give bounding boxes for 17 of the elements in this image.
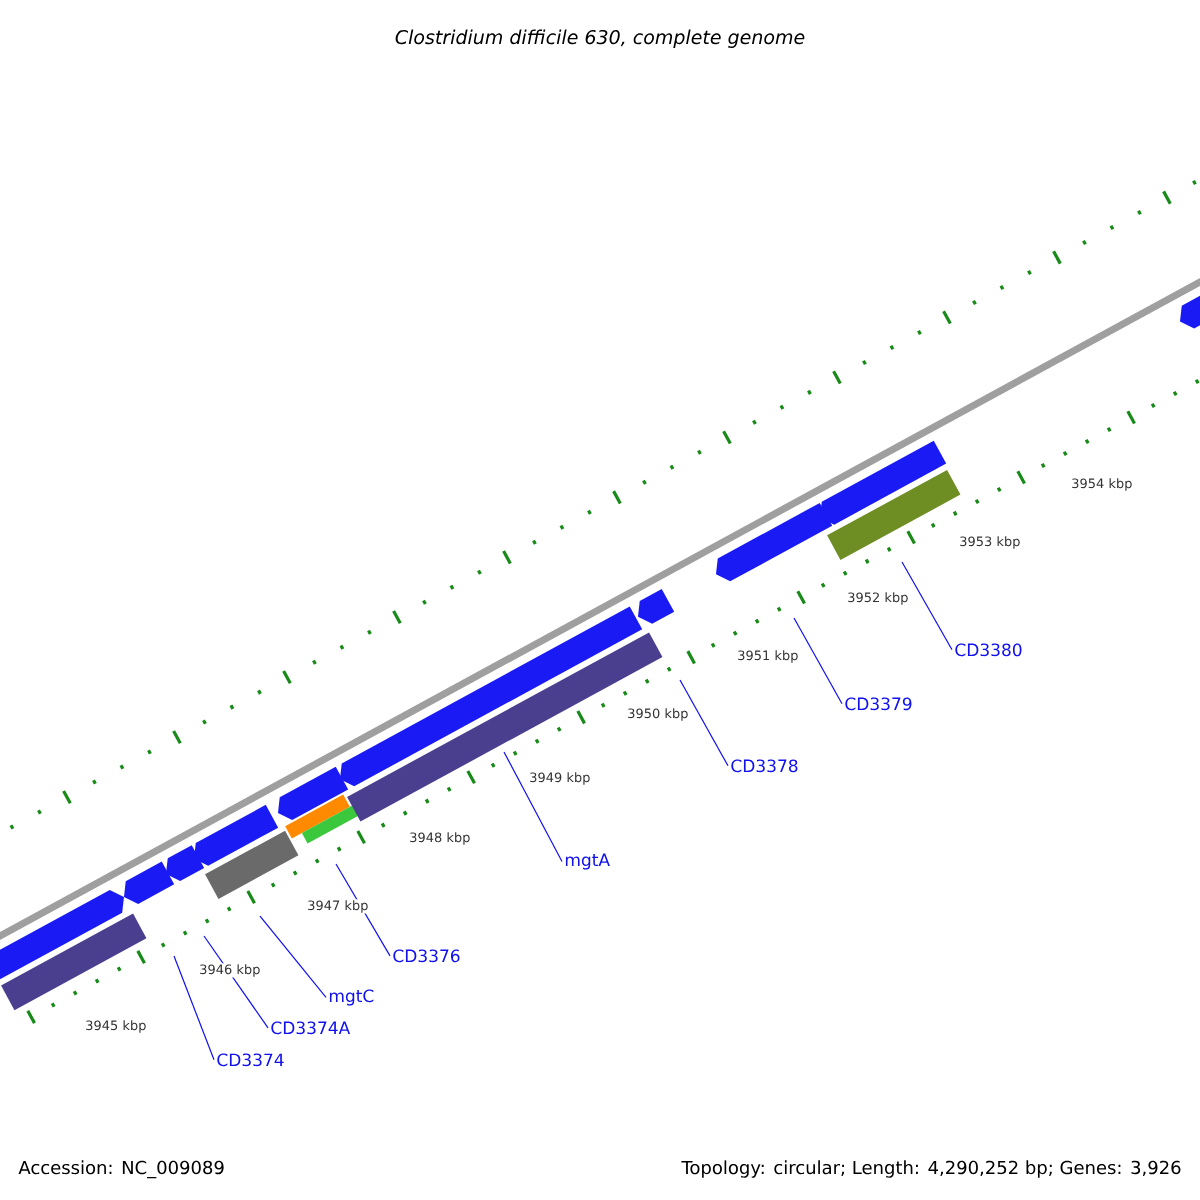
gene-label: CD3374A [271,1021,351,1035]
leader-line [173,955,215,1061]
gene-label: CD3380 [955,643,1022,657]
leader-line [679,679,729,767]
genome-info-text: Topology: circular; Length: 4,290,252 bp; Genes: 3,926 [681,1160,1181,1178]
gene-label: CD3376 [393,949,460,963]
leader-line [793,617,843,705]
gene-label: CD3378 [731,759,798,773]
leader-line [503,751,563,863]
gene-label: mgtC [329,989,374,1006]
gene-label: CD3379 [845,697,912,711]
gene-label: mgtA [565,853,610,870]
leader-line [259,915,327,999]
accession-text: Accession: NC_009089 [18,1160,224,1179]
gene-label: CD3374 [217,1053,284,1067]
leader-line [901,561,953,651]
title: Clostridium difficile 630, complete genome [395,29,805,48]
